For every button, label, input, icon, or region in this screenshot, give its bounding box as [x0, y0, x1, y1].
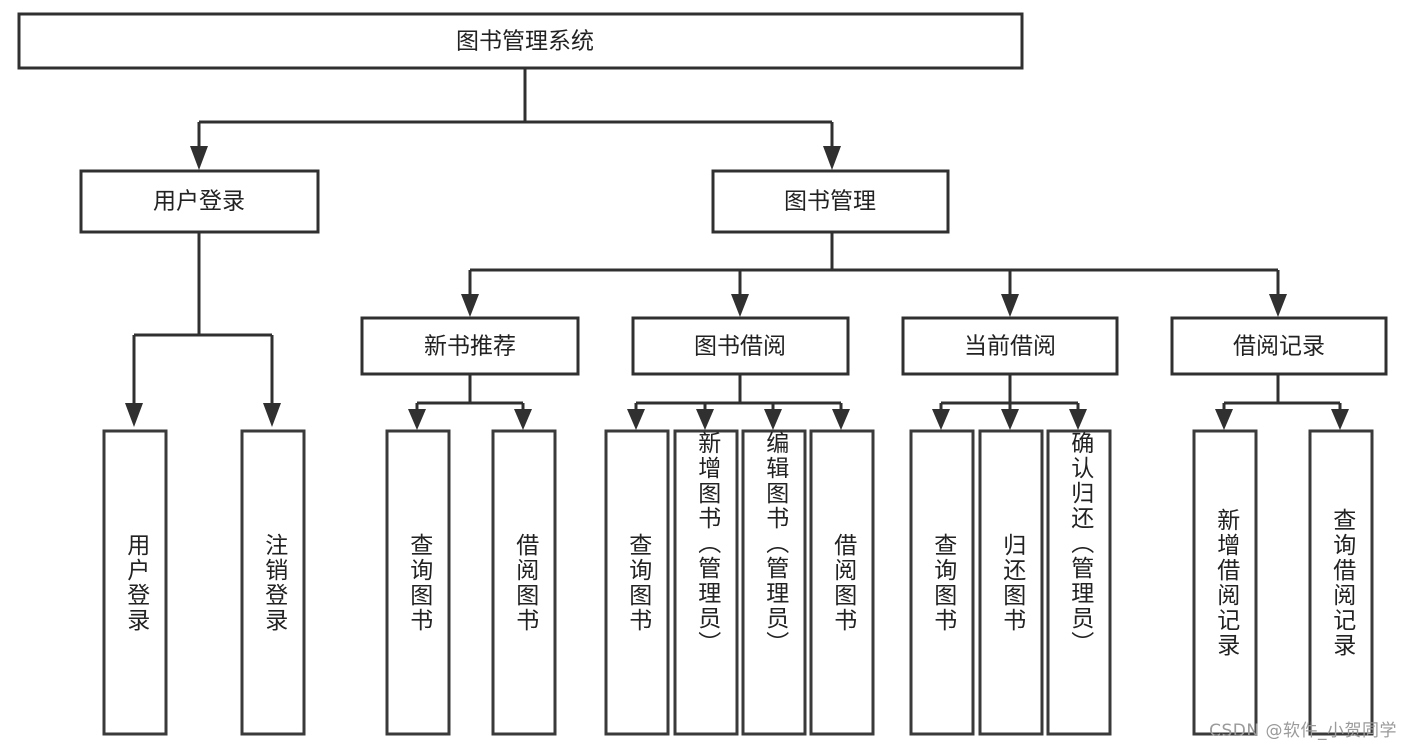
node-leaf-borrow-book-2[interactable]	[809, 429, 875, 736]
node-borrow-record[interactable]: 借阅记录	[1170, 316, 1388, 376]
node-leaf-query-book-2[interactable]	[604, 429, 670, 736]
node-leaf-add-book-admin[interactable]	[673, 429, 739, 736]
node-leaf-borrow-book-1[interactable]	[491, 429, 557, 736]
connector-root-to-level2	[190, 68, 841, 170]
connector-borrowrecord-to-leaves	[1215, 374, 1349, 430]
node-leaf-confirm-return-admin[interactable]	[1046, 429, 1112, 736]
node-root[interactable]: 图书管理系统	[17, 12, 1024, 70]
connector-bookborrow-to-leaves	[627, 374, 850, 430]
node-leaf-query-borrow-record[interactable]	[1308, 429, 1374, 736]
node-user-login[interactable]: 用户登录	[79, 169, 320, 234]
node-root-label: 图书管理系统	[456, 29, 594, 55]
node-user-login-label: 用户登录	[153, 189, 245, 215]
connector-currentborrow-to-leaves	[932, 374, 1087, 430]
node-borrow-record-label: 借阅记录	[1233, 334, 1325, 360]
node-leaf-query-book-3[interactable]	[909, 429, 975, 736]
node-book-management[interactable]: 图书管理	[711, 169, 950, 234]
node-current-borrow[interactable]: 当前借阅	[901, 316, 1119, 376]
node-current-borrow-label: 当前借阅	[964, 334, 1056, 360]
node-leaf-query-book-1[interactable]	[385, 429, 451, 736]
node-book-borrow[interactable]: 图书借阅	[631, 316, 850, 376]
node-book-management-label: 图书管理	[784, 189, 876, 215]
node-leaf-logout-login[interactable]	[240, 429, 306, 736]
watermark: CSDN @软件_小贺同学	[1209, 721, 1397, 741]
node-leaf-add-borrow-record[interactable]	[1192, 429, 1258, 736]
node-leaf-user-login[interactable]	[102, 429, 168, 736]
node-new-book-recommend-label: 新书推荐	[424, 334, 516, 360]
node-book-borrow-label: 图书借阅	[694, 334, 786, 360]
connector-bookmgmt-to-level3	[461, 232, 1287, 317]
connector-userlogin-to-leaves	[125, 232, 281, 427]
node-leaf-edit-book-admin[interactable]	[741, 429, 807, 736]
node-new-book-recommend[interactable]: 新书推荐	[360, 316, 580, 376]
connector-newbook-to-leaves	[408, 374, 532, 430]
node-leaf-return-book[interactable]	[978, 429, 1044, 736]
